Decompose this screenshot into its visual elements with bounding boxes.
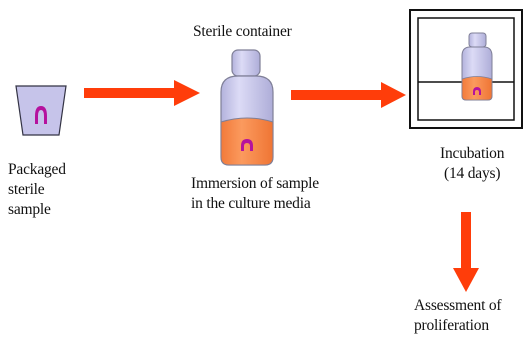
packaged-sample-label: Packaged sterile sample: [8, 161, 66, 218]
immersion-label: Immersion of sample in the culture media: [191, 175, 319, 212]
sample-icon: [35, 106, 47, 124]
incubation-label: Incubation (14 days): [440, 145, 505, 182]
assessment-label: Assessment of proliferation: [414, 297, 502, 334]
arrow-2: [291, 82, 406, 108]
arrow-1: [84, 80, 200, 106]
sample-icon: [473, 87, 481, 95]
sterile-container-label: Sterile container: [193, 23, 292, 40]
sample-cup-icon: [15, 85, 67, 136]
incubator-icon: [409, 9, 523, 129]
arrow-3: [453, 212, 479, 292]
sterile-container-icon: [220, 49, 274, 166]
sample-icon: [241, 139, 253, 151]
